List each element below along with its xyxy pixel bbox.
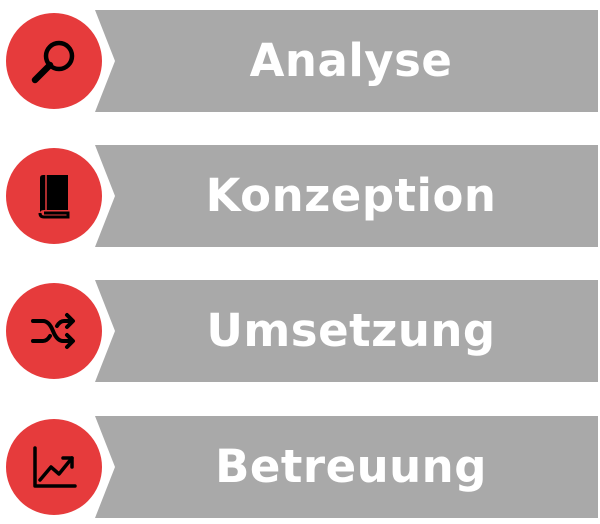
step-konzeption: Konzeption	[0, 141, 600, 251]
step-bar	[95, 280, 598, 382]
magnifier-icon	[31, 40, 75, 84]
step-bar	[95, 416, 598, 518]
step-betreuung: Betreuung	[0, 412, 600, 522]
chart-growth-icon	[33, 446, 77, 488]
shuffle-icon	[31, 313, 75, 349]
step-icon-circle	[0, 277, 108, 385]
step-label: Betreuung	[215, 440, 487, 493]
step-icon-circle	[0, 142, 108, 250]
step-icon-circle	[0, 413, 108, 521]
step-label: Umsetzung	[206, 304, 496, 357]
step-label: Konzeption	[205, 169, 497, 222]
step-bar	[95, 145, 598, 247]
book-icon	[38, 175, 70, 219]
step-analyse: Analyse	[0, 6, 600, 116]
step-umsetzung: Umsetzung	[0, 276, 600, 386]
step-icon-circle	[0, 7, 108, 115]
step-label: Analyse	[249, 34, 453, 87]
step-bar	[95, 10, 598, 112]
